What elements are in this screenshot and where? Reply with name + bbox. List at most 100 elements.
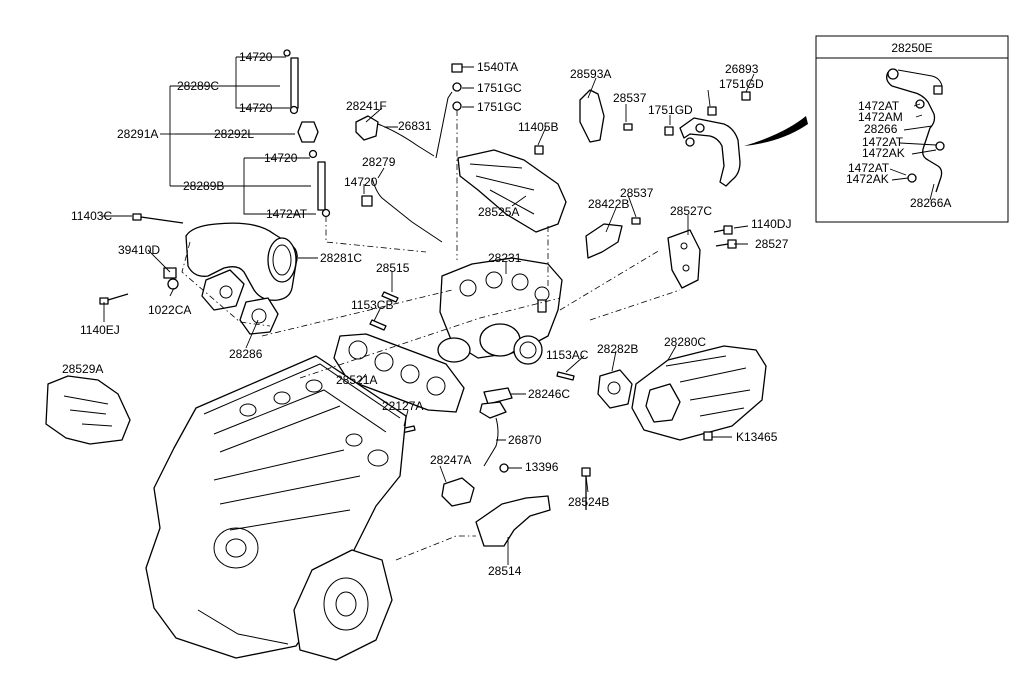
label-28286: 28286 <box>229 347 263 361</box>
turbine-outlet-inner <box>519 341 537 359</box>
inset-hose-upper <box>897 69 943 87</box>
stud-1153AC <box>556 371 575 381</box>
bracket-hole-2 <box>682 264 690 272</box>
inset-title: 28250E <box>891 41 932 55</box>
engine-cam-cover-ribs <box>213 389 387 453</box>
turbine-manifold <box>439 257 563 359</box>
pipe-26831 <box>377 123 435 157</box>
inset-28250E: 28250E 1472AT 1472AM 28266 1472AT 1472AK… <box>815 35 1009 223</box>
port-2 <box>485 271 503 289</box>
heat-protector-ribs <box>469 163 535 215</box>
gasket-28286 <box>239 297 279 335</box>
pipe-inlet-flange <box>201 269 245 311</box>
label-1153CB: 1153CB <box>351 298 393 312</box>
gasket-28286-hole <box>251 308 267 324</box>
bracket-28529A <box>45 375 131 445</box>
turbocharger-28231 <box>437 257 563 365</box>
nut-1022CA <box>167 278 179 290</box>
engine-boss-3 <box>305 379 323 393</box>
inset-fitting-1 <box>887 68 899 80</box>
converter-ribs <box>665 355 751 417</box>
label-28527: 28527 <box>755 237 789 251</box>
turbine-outlet <box>513 335 543 365</box>
inset-fitting-4 <box>907 173 917 183</box>
engine-outline <box>145 355 407 659</box>
connector-28292L <box>297 121 319 143</box>
bolt-1540TA <box>451 63 463 73</box>
gasket-28282B-hole <box>607 381 621 395</box>
label-28537-b: 28537 <box>620 186 654 200</box>
bolt-14720-mid <box>289 105 299 115</box>
label-39410D: 39410D <box>118 243 160 257</box>
engine-boss-4 <box>345 433 363 447</box>
label-11403C: 11403C <box>71 209 112 223</box>
label-1751GC-a: 1751GC <box>477 81 522 95</box>
timing-pulley-hub <box>225 538 247 558</box>
label-K13465: K13465 <box>736 430 778 444</box>
inset-label-1472AK-b: 1472AK <box>846 172 889 186</box>
heat-protector-28525A <box>457 149 567 233</box>
converter-inlet-flange <box>645 383 681 423</box>
label-28422B: 28422B <box>588 197 629 211</box>
label-28514: 28514 <box>488 564 522 578</box>
gasket-28246C <box>483 387 513 405</box>
inset-label-1472AT-a: 1472AT <box>858 99 900 113</box>
label-28292L: 28292L <box>214 127 254 141</box>
bolt-14720-low <box>308 149 318 159</box>
label-28247A: 28247A <box>430 453 471 467</box>
label-1751GD-b: 1751GD <box>648 103 693 117</box>
washer-1472AT <box>321 208 331 218</box>
washer-1751GD-a <box>707 106 717 116</box>
oil-feed-pipe-assembly <box>283 49 427 253</box>
pipe-body <box>185 222 298 301</box>
washer-1751GC-a <box>452 82 462 92</box>
label-1153AC: 1153AC <box>546 348 589 362</box>
label-1751GC-b: 1751GC <box>477 100 522 114</box>
dash-line-manifold <box>299 297 561 379</box>
label-28291A: 28291A <box>117 127 158 141</box>
label-14720-a: 14720 <box>239 50 273 64</box>
bolt-28524B <box>581 467 591 510</box>
engine-boss-2 <box>273 391 291 405</box>
catalytic-converter-28280C <box>631 345 767 441</box>
compressor-housing <box>437 337 471 363</box>
label-28524B: 28524B <box>568 495 609 509</box>
label-14720-d: 14720 <box>344 175 378 189</box>
bolt-11405B <box>534 145 544 155</box>
bolt-11403C <box>132 213 184 224</box>
label-28525A: 28525A <box>478 205 519 219</box>
clip-39410D <box>163 267 177 279</box>
washer-1751GD-b <box>664 126 674 136</box>
inset-label-28266: 28266 <box>864 122 898 136</box>
bolt-14720-top <box>283 49 291 57</box>
port-1 <box>459 279 477 297</box>
label-1140EJ: 1140EJ <box>80 323 120 337</box>
bracket-28241F <box>355 115 379 141</box>
flange-28246C <box>479 401 507 419</box>
pipe-outlet-inner <box>272 244 292 276</box>
flange-hole <box>219 285 233 299</box>
stud-1153CB <box>369 319 387 331</box>
crank-hub <box>335 591 357 617</box>
stud-28515 <box>381 291 399 303</box>
bracket-hole-1 <box>680 242 688 250</box>
flywheel-bore <box>323 577 369 631</box>
label-1022CA: 1022CA <box>148 303 191 317</box>
bracket-28593A <box>579 89 605 143</box>
inset-label-1472AK-a: 1472AK <box>862 146 905 160</box>
label-1751GD-a: 1751GD <box>719 77 764 91</box>
inset-label-1472AM: 1472AM <box>858 110 903 124</box>
gasket-port-3 <box>400 364 420 384</box>
label-28521A: 28521A <box>336 373 377 387</box>
label-26831: 26831 <box>398 119 432 133</box>
inset-label-28266A: 28266A <box>910 196 951 210</box>
bolt-28537-a <box>623 123 633 131</box>
gasket-port-4 <box>426 376 446 396</box>
label-28281C: 28281C <box>320 251 362 265</box>
pipe-fitting-a <box>685 137 695 147</box>
label-28282B: 28282B <box>597 342 638 356</box>
dash-line-pipe-left <box>181 241 271 327</box>
oil-pan-edge <box>197 609 289 645</box>
label-28527C: 28527C <box>670 204 712 218</box>
pipe-26870 <box>483 417 499 467</box>
